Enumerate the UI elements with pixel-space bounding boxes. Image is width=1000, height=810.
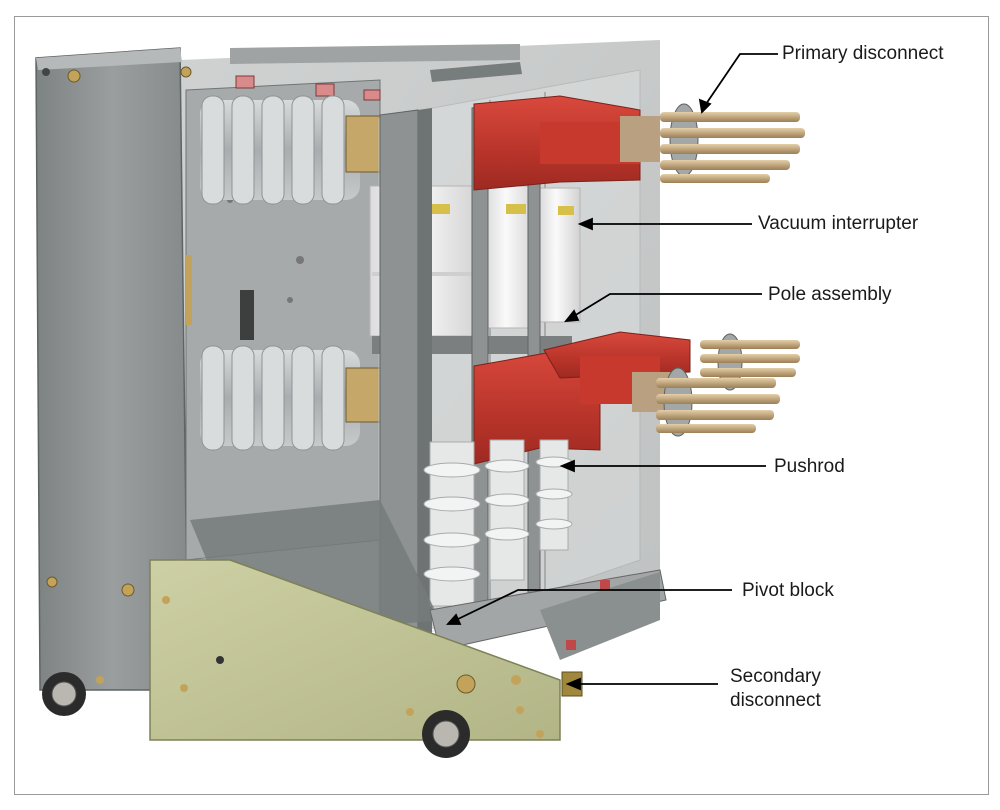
primary-disconnect-leader <box>698 53 778 114</box>
label-pole-assembly: Pole assembly <box>768 284 892 305</box>
label-secondary-disconnect-line2: disconnect <box>730 690 821 711</box>
upper-terminal-red <box>473 95 660 191</box>
upper-insulator <box>200 95 387 205</box>
wheels <box>42 672 470 758</box>
label-secondary-disconnect-line1: Secondary <box>730 666 821 687</box>
lower-primary-disconnect-fingers <box>656 333 800 437</box>
pivot-block-leader <box>445 589 732 625</box>
upper-primary-disconnect-fingers <box>660 103 805 183</box>
pushrod-leader <box>559 459 766 473</box>
vacuum-interrupter-leader <box>577 217 752 231</box>
callout-leader-lines <box>445 53 778 691</box>
pushrods <box>423 439 573 607</box>
lower-insulator <box>200 345 387 451</box>
label-pivot-block: Pivot block <box>742 580 834 601</box>
base-side-plate <box>149 559 561 741</box>
label-primary-disconnect: Primary disconnect <box>782 43 944 64</box>
pole-assembly-leader <box>563 293 762 323</box>
label-vacuum-interrupter: Vacuum interrupter <box>758 213 919 234</box>
label-pushrod: Pushrod <box>774 456 845 477</box>
lower-terminals-red <box>473 331 691 465</box>
top-bolt-tabs <box>235 75 381 101</box>
left-cabinet-side <box>35 47 192 691</box>
secondary-disconnect-leader <box>565 677 718 691</box>
